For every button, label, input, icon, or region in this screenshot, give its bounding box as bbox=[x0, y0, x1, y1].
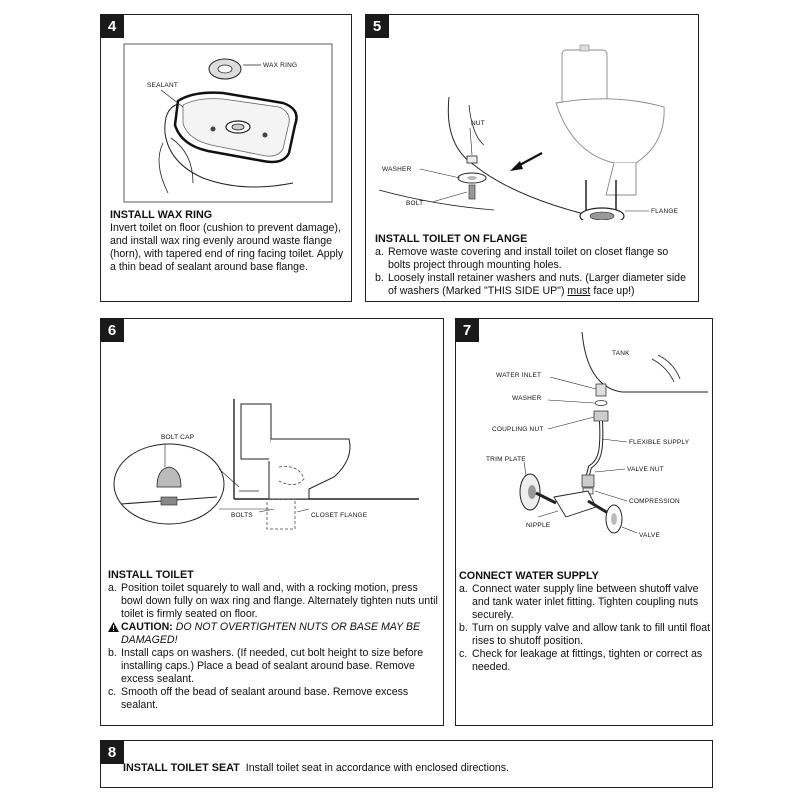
label-flexible-supply: FLEXIBLE SUPPLY bbox=[629, 439, 690, 446]
step-number: 6 bbox=[100, 318, 124, 342]
step-number: 5 bbox=[365, 14, 389, 38]
water-supply-illustration: TANK bbox=[462, 327, 708, 547]
caution-text: DO NOT OVERTIGHTEN NUTS OR BASE MAY BE D… bbox=[121, 621, 421, 646]
label-nipple: NIPPLE bbox=[526, 522, 551, 529]
list-item: b.Turn on supply valve and allow tank to… bbox=[459, 622, 711, 647]
label-flange: FLANGE bbox=[651, 208, 679, 215]
label-valve: VALVE bbox=[639, 532, 660, 539]
label-closet-flange: CLOSET FLANGE bbox=[311, 512, 368, 519]
label-wax-ring: WAX RING bbox=[263, 62, 297, 69]
step-8-panel: 8 INSTALL TOILET SEAT Install toilet sea… bbox=[100, 740, 713, 788]
list-item: c.Check for leakage at fittings, tighten… bbox=[459, 648, 703, 673]
list-item: a.Connect water supply line between shut… bbox=[459, 583, 699, 621]
list-item: a.Position toilet squarely to wall and, … bbox=[108, 582, 438, 620]
toilet-flange-illustration: NUT WASHER BOLT FLANGE bbox=[374, 35, 694, 220]
label-sealant: SEALANT bbox=[147, 82, 178, 89]
step-title: INSTALL TOILET bbox=[108, 569, 194, 581]
caution-note: CAUTION: DO NOT OVERTIGHTEN NUTS OR BASE… bbox=[108, 621, 438, 647]
label-bolts: BOLTS bbox=[231, 512, 253, 519]
install-toilet-illustration: BOLT CAP BOLTS CLOSET FLANGE bbox=[109, 369, 439, 569]
step-body: Install toilet seat in accordance with e… bbox=[245, 762, 510, 774]
list-item: c.Smooth off the bead of sealant around … bbox=[108, 686, 409, 711]
step-4-panel: 4 SEALANT WAX RING INSTALL WAX RING bbox=[100, 14, 352, 302]
step-4-instructions: INSTALL WAX RING Invert toilet on floor … bbox=[110, 209, 346, 274]
step-title: INSTALL TOILET ON FLANGE bbox=[375, 233, 528, 245]
warning-icon bbox=[108, 622, 119, 632]
label-washer: WASHER bbox=[512, 395, 542, 402]
label-trim-plate: TRIM PLATE bbox=[486, 456, 526, 463]
step-title: INSTALL WAX RING bbox=[110, 209, 213, 221]
label-bolt: BOLT bbox=[406, 200, 423, 207]
label-washer: WASHER bbox=[382, 166, 412, 173]
caution-label: CAUTION: bbox=[121, 621, 173, 633]
step-number: 4 bbox=[100, 14, 124, 38]
step-number: 8 bbox=[100, 740, 124, 764]
label-bolt-cap: BOLT CAP bbox=[161, 434, 194, 441]
step-7-instructions: CONNECT WATER SUPPLY a.Connect water sup… bbox=[459, 570, 711, 674]
list-item: b.Loosely install retainer washers and n… bbox=[375, 272, 686, 297]
label-water-inlet: WATER INLET bbox=[496, 372, 541, 379]
step-5-instructions: INSTALL TOILET ON FLANGE a.Remove waste … bbox=[375, 233, 693, 298]
step-number: 7 bbox=[455, 318, 479, 342]
list-item: a.Remove waste covering and install toil… bbox=[375, 246, 669, 271]
label-compression: COMPRESSION bbox=[629, 498, 680, 505]
step-title: CONNECT WATER SUPPLY bbox=[459, 570, 599, 582]
step-6-instructions: INSTALL TOILET a.Position toilet squarel… bbox=[108, 569, 438, 712]
step-5-panel: 5 NUT WASHER BOLT bbox=[365, 14, 699, 302]
step-title: INSTALL TOILET SEAT bbox=[123, 762, 240, 774]
step-7-panel: 7 TANK bbox=[455, 318, 713, 726]
step-6-panel: 6 BOLT CAP BOLTS CLOSET FLANGE bbox=[100, 318, 444, 726]
wax-ring-illustration: SEALANT WAX RING bbox=[123, 43, 333, 203]
label-valve-nut: VALVE NUT bbox=[627, 466, 664, 473]
label-nut: NUT bbox=[471, 120, 485, 127]
label-tank: TANK bbox=[612, 350, 630, 357]
step-8-instructions: INSTALL TOILET SEAT Install toilet seat … bbox=[123, 762, 703, 775]
label-coupling-nut: COUPLING NUT bbox=[492, 426, 544, 433]
list-item: b.Install caps on washers. (If needed, c… bbox=[108, 647, 424, 685]
step-body: Invert toilet on floor (cushion to preve… bbox=[110, 222, 344, 273]
